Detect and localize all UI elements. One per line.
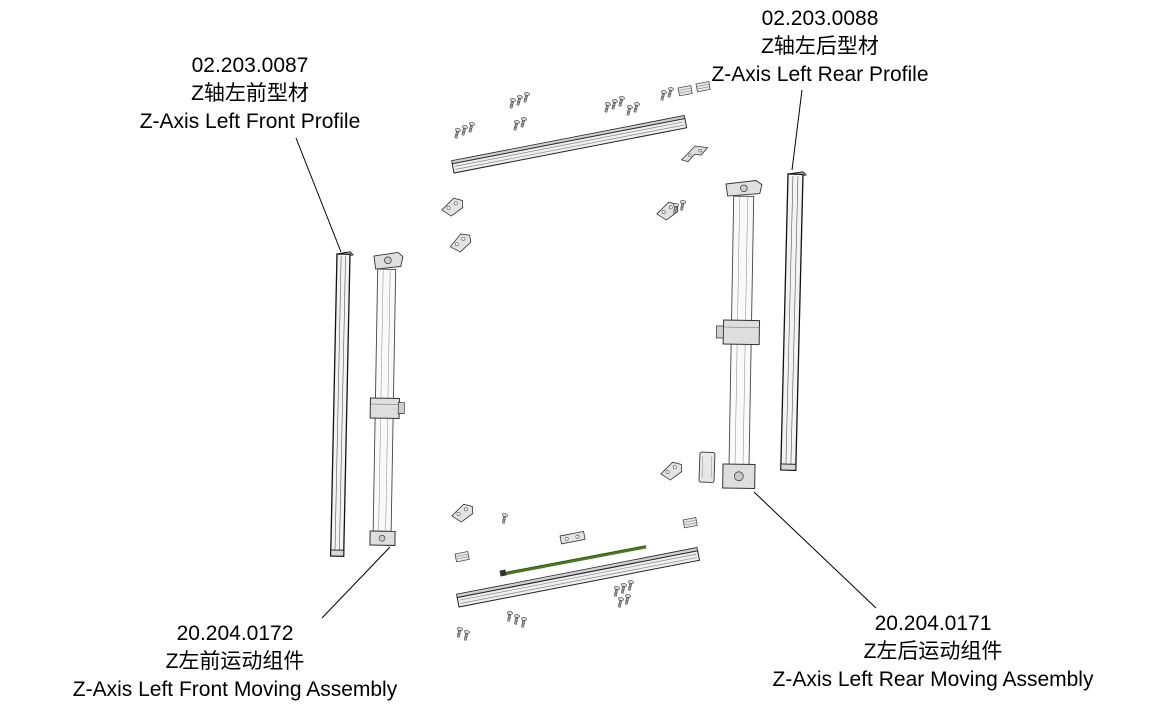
- screw: [507, 97, 517, 110]
- top-horizontal-extrusion: [451, 115, 688, 174]
- gusset-bracket: [449, 502, 476, 525]
- part-name-en: Z-Axis Left Rear Profile: [711, 63, 929, 86]
- lead-screw: [499, 545, 647, 577]
- screw: [500, 512, 509, 524]
- corner-brackets: [439, 81, 716, 563]
- screw: [609, 98, 619, 111]
- screw: [452, 127, 462, 140]
- lead-screw-rod: [503, 545, 647, 576]
- gusset-bracket: [658, 460, 685, 483]
- screw: [616, 95, 626, 108]
- screw: [521, 91, 531, 104]
- part-name-en: Z-Axis Left Front Moving Assembly: [72, 678, 398, 701]
- screw: [658, 89, 668, 102]
- z-left-rear-moving-assembly-part: [715, 180, 763, 490]
- leader-lines: [295, 89, 877, 619]
- leader-front-assembly: [321, 546, 391, 619]
- part-number: 20.204.0171: [874, 612, 992, 635]
- z-left-front-profile-part: [330, 251, 354, 557]
- z-left-front-moving-assembly-part: [369, 251, 405, 546]
- screw: [626, 579, 635, 591]
- leader-rear-assembly: [753, 491, 877, 609]
- leader-front-profile: [295, 137, 342, 253]
- screw: [518, 116, 528, 129]
- label-z-left-rear-moving-assembly: 20.204.0171 Z左后运动组件 Z-Axis Left Rear Mov…: [738, 610, 1128, 694]
- bottom-horizontal-extrusion: [456, 547, 701, 608]
- part-number: 02.203.0088: [761, 7, 879, 30]
- screw: [631, 101, 641, 114]
- motor-block: [698, 451, 716, 483]
- screw: [512, 613, 521, 625]
- part-name-zh: Z左后运动组件: [863, 640, 1003, 663]
- screw: [619, 582, 628, 594]
- l-bracket: [679, 143, 710, 164]
- part-name-en: Z-Axis Left Rear Moving Assembly: [772, 668, 1094, 691]
- screw: [602, 101, 612, 114]
- screw: [505, 610, 514, 622]
- nut-block: [454, 551, 470, 563]
- screw: [612, 585, 621, 597]
- small-plate: [559, 530, 586, 545]
- screw: [466, 121, 476, 134]
- screw: [623, 593, 632, 605]
- part-name-zh: Z轴左前型材: [191, 82, 309, 105]
- screw: [616, 596, 625, 608]
- gusset-bracket: [447, 231, 475, 255]
- part-number: 20.204.0172: [176, 622, 294, 645]
- screw: [678, 199, 687, 211]
- screw: [455, 626, 464, 638]
- gusset-bracket: [439, 196, 466, 219]
- nut-block: [682, 517, 698, 529]
- screw: [514, 94, 524, 107]
- screw: [459, 124, 469, 137]
- part-number: 02.203.0087: [191, 54, 309, 77]
- screw: [624, 104, 634, 117]
- leader-rear-profile: [791, 89, 803, 171]
- label-z-left-rear-profile: 02.203.0088 Z轴左后型材 Z-Axis Left Rear Prof…: [665, 5, 975, 89]
- part-name-zh: Z左前运动组件: [165, 650, 305, 673]
- part-name-zh: Z轴左后型材: [761, 35, 879, 58]
- label-z-left-front-moving-assembly: 20.204.0172 Z左前运动组件 Z-Axis Left Front Mo…: [40, 620, 430, 704]
- screw: [511, 119, 521, 132]
- part-name-en: Z-Axis Left Front Profile: [139, 110, 361, 133]
- z-left-rear-profile-part: [780, 171, 807, 471]
- label-z-left-front-profile: 02.203.0087 Z轴左前型材 Z-Axis Left Front Pro…: [100, 52, 400, 136]
- screw: [519, 616, 528, 628]
- screw: [462, 629, 471, 641]
